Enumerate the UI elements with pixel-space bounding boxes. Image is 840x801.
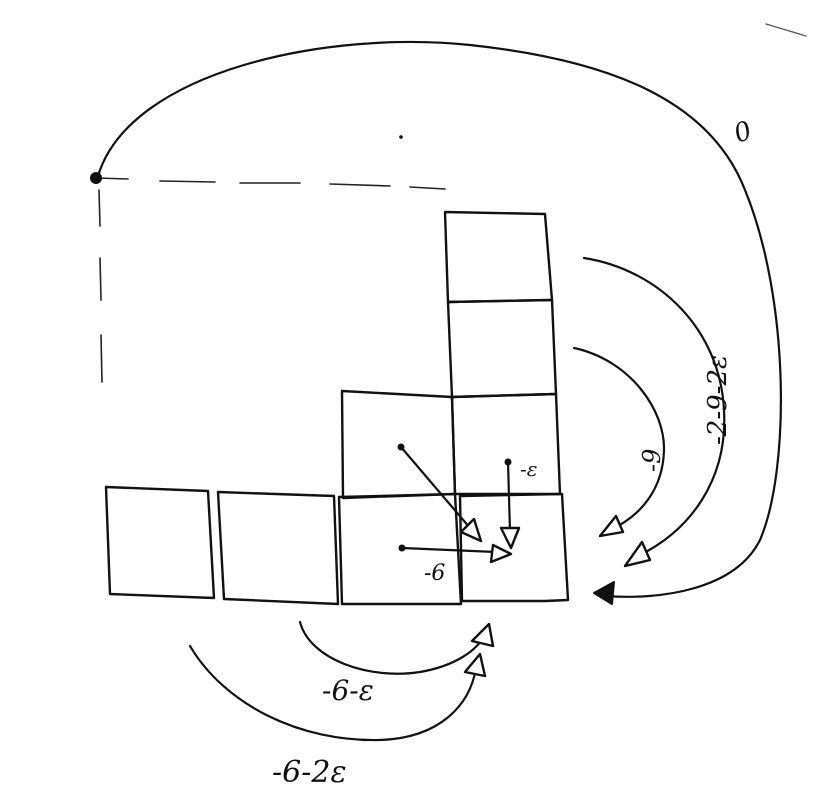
- curve-zero: [96, 40, 783, 598]
- curve-outer-bottom: [188, 644, 478, 742]
- arrowhead-inner-bottom: [470, 622, 495, 648]
- label-horizontal-arrow: -6: [424, 561, 445, 586]
- young-diagram-cells: [104, 210, 570, 606]
- curve-outer-right: [582, 256, 726, 557]
- stray-dot: [399, 135, 403, 139]
- arrowhead-inner-right: [598, 514, 625, 538]
- label-inner-bottom: -6-ɛ: [322, 674, 374, 707]
- anchor-point: [90, 172, 102, 184]
- curve-inner-right: [572, 346, 666, 530]
- cell-col4-row1: [443, 210, 554, 304]
- arrow-diagonal: [399, 445, 472, 530]
- arrowhead-outer-bottom: [463, 652, 487, 678]
- cell-col3-row3: [340, 389, 457, 500]
- cell-col4-row2: [446, 298, 558, 399]
- arrow-horizontal: [400, 546, 498, 554]
- label-outer-right: -2-9-2ɛ: [703, 355, 733, 445]
- arrowhead-diagonal: [459, 517, 483, 543]
- arrowhead-vertical: [499, 526, 521, 550]
- label-zero: 0: [730, 116, 756, 150]
- cell-col1-row4: [104, 485, 216, 600]
- stray-mark-top-right: [765, 23, 807, 37]
- arrow-vertical: [506, 460, 512, 534]
- arrowhead-horizontal: [489, 543, 513, 564]
- cell-col4-row3: [450, 392, 562, 496]
- arrowhead-zero: [593, 581, 615, 605]
- frame-line-left: [98, 189, 103, 383]
- cell-col4-row4: [458, 492, 570, 603]
- frame-line-top: [96, 177, 446, 190]
- label-inner-right: -9: [638, 449, 666, 472]
- curve-inner-bottom: [298, 620, 486, 675]
- label-vertical-arrow: -ɛ: [520, 457, 538, 481]
- cell-col3-row4: [337, 492, 463, 606]
- arrowhead-outer-right: [623, 540, 652, 568]
- label-outer-bottom: -6-2ɛ: [272, 755, 347, 790]
- cell-col2-row4: [216, 490, 340, 606]
